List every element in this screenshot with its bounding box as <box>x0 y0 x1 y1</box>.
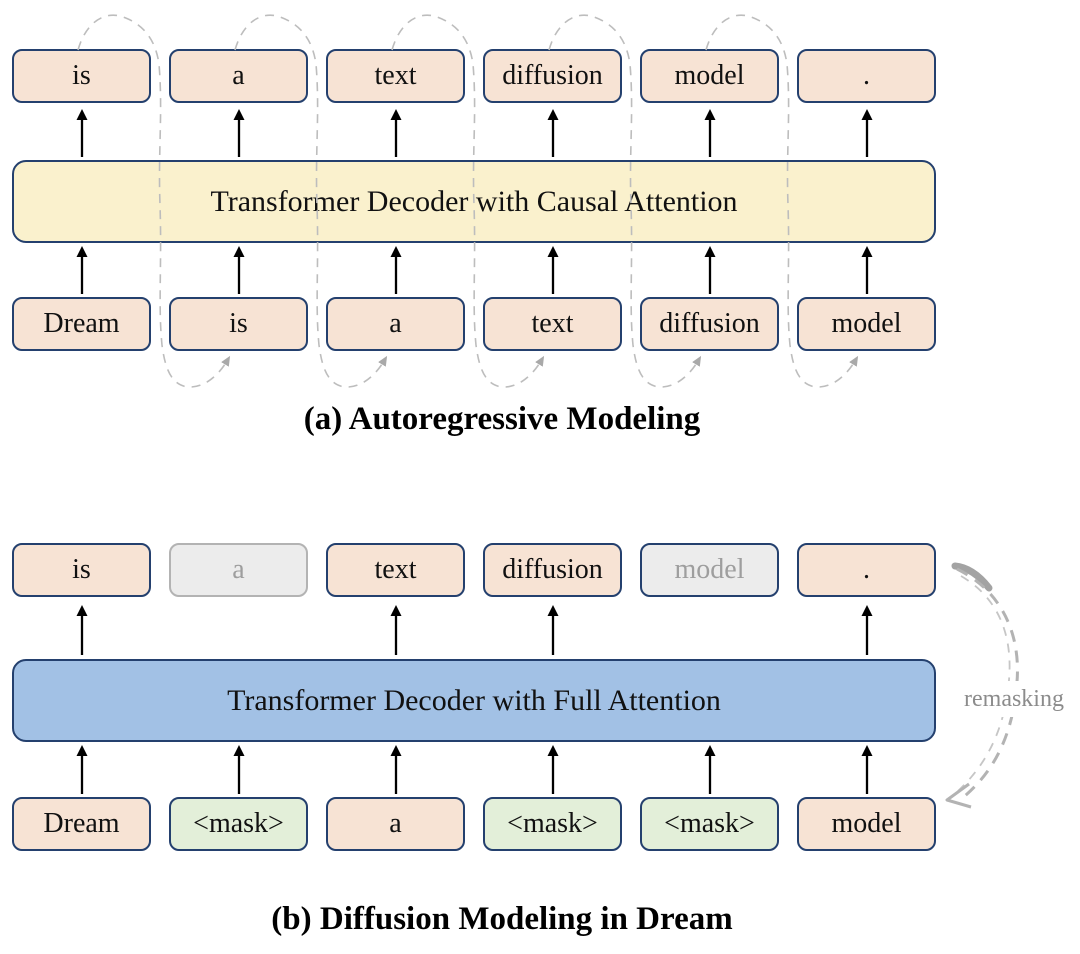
output-token: . <box>797 543 936 597</box>
panel-b-output-row: is a text diffusion model . <box>12 543 936 597</box>
input-token: is <box>169 297 308 351</box>
remasking-arrowhead <box>945 782 972 809</box>
input-token: text <box>483 297 622 351</box>
input-token: model <box>797 797 936 851</box>
output-token: diffusion <box>483 543 622 597</box>
output-token: text <box>326 543 465 597</box>
remasking-label: remasking <box>948 681 1080 717</box>
full-attention-decoder-box: Transformer Decoder with Full Attention <box>12 659 936 742</box>
panel-b-output-arrows <box>76 605 873 655</box>
output-token: is <box>12 543 151 597</box>
panel-b-input-row: Dream <mask> a <mask> <mask> model <box>12 797 936 851</box>
output-token: a <box>169 49 308 103</box>
output-token-remasked: model <box>640 543 779 597</box>
input-token: model <box>797 297 936 351</box>
input-token: Dream <box>12 297 151 351</box>
input-token: diffusion <box>640 297 779 351</box>
input-token-mask: <mask> <box>640 797 779 851</box>
input-token: a <box>326 297 465 351</box>
panel-a-input-row: Dream is a text diffusion model <box>12 297 936 351</box>
panel-b-caption: (b) Diffusion Modeling in Dream <box>271 901 733 937</box>
panel-a-output-row: is a text diffusion model . <box>12 49 936 103</box>
output-token: model <box>640 49 779 103</box>
panel-b-input-arrows <box>76 745 873 794</box>
causal-decoder-box: Transformer Decoder with Causal Attentio… <box>12 160 936 243</box>
input-token: Dream <box>12 797 151 851</box>
input-token: a <box>326 797 465 851</box>
panel-a-output-arrows <box>76 109 873 157</box>
output-token: diffusion <box>483 49 622 103</box>
output-token: text <box>326 49 465 103</box>
panel-a-caption: (a) Autoregressive Modeling <box>303 401 701 437</box>
input-token-mask: <mask> <box>483 797 622 851</box>
output-token-remasked: a <box>169 543 308 597</box>
input-token-mask: <mask> <box>169 797 308 851</box>
output-token: is <box>12 49 151 103</box>
output-token: . <box>797 49 936 103</box>
panel-a-input-arrows <box>76 246 873 294</box>
